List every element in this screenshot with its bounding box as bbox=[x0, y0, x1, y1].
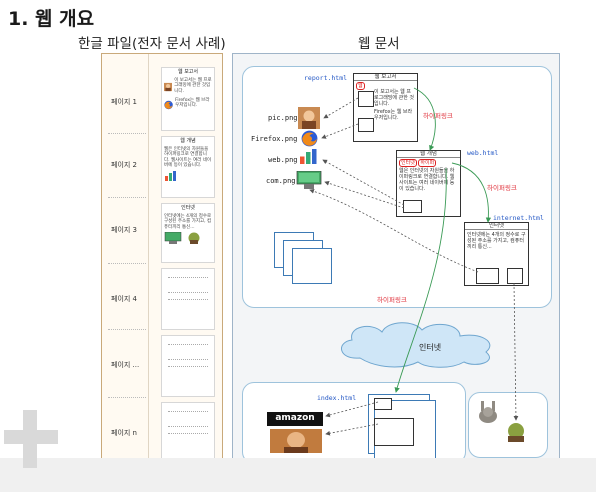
doc-page-4 bbox=[161, 268, 215, 330]
doc-page-1-title: 웹 보고서 bbox=[178, 69, 198, 75]
web-chart-icon bbox=[165, 170, 176, 181]
page-label-2: 페이지 2 bbox=[111, 161, 137, 169]
page-divider bbox=[108, 397, 146, 398]
report-image-slot bbox=[358, 91, 374, 107]
hyperlink-label-2: 하이퍼링크 bbox=[487, 184, 517, 192]
page-divider bbox=[108, 329, 146, 330]
report-page-title: 웹 보고서 bbox=[354, 74, 417, 81]
web-image-slot bbox=[403, 200, 422, 213]
shrek-icon bbox=[188, 232, 200, 244]
left-heading: 한글 파일(전자 문서 사례) bbox=[78, 36, 226, 52]
woman-photo-icon bbox=[298, 107, 320, 129]
internet-page-text: 인터넷에는 4개의 정수로 구성된 주소를 가지고, 컴퓨터끼리 통신... bbox=[467, 232, 526, 250]
web-link-internet[interactable]: 인터넷 bbox=[399, 159, 417, 167]
cloud-label: 인터넷 bbox=[419, 343, 442, 352]
doc-page-2-text: 웹은 인터넷의 자원들을 하이퍼링크로 연결합니다. 웹사이트는 여러 네이버에… bbox=[164, 146, 212, 169]
shrek-site-box bbox=[468, 392, 548, 458]
doc-page-1: 웹 보고서 이 보고서는 웹 프로그래밍에 관한 것입니다. Firefox는 … bbox=[161, 67, 215, 131]
doc-page-2: 웹 개념 웹은 인터넷의 자원들을 하이퍼링크로 연결합니다. 웹사이트는 여러… bbox=[161, 136, 215, 198]
internet-page-title: 인터넷 bbox=[465, 223, 528, 230]
report-page-text-a: 이 보고서는 웹 프로그래밍에 관한 것입니다. bbox=[374, 89, 414, 107]
report-filename: report.html bbox=[304, 74, 348, 82]
report-image-slot bbox=[358, 118, 374, 132]
hyperlink-label-3: 하이퍼링크 bbox=[377, 296, 407, 304]
page-label-ellipsis: 페이지 ... bbox=[111, 361, 140, 369]
hangul-document-panel: 페이지 1 페이지 2 페이지 3 페이지 4 페이지 ... 페이지 n 웹 … bbox=[101, 53, 223, 469]
shrek-icon bbox=[508, 423, 524, 442]
web-page-text: 웹은 인터넷의 자원들을 하이퍼링크로 연결합니다. 웹사이트는 여러 네이버에… bbox=[399, 168, 455, 192]
firefox-resource-label: Firefox.png bbox=[251, 135, 298, 143]
internet-cloud bbox=[341, 322, 491, 368]
internet-image-slot bbox=[507, 268, 523, 284]
woman-photo-icon bbox=[270, 429, 322, 453]
internet-filename: internet.html bbox=[493, 214, 544, 222]
page-divider bbox=[108, 263, 146, 264]
doc-page-1-text-b: Firefox는 웹 브라우저입니다. bbox=[175, 97, 210, 109]
index-image-slot bbox=[374, 398, 392, 410]
stacked-page bbox=[292, 248, 332, 284]
com-resource-label: com.png bbox=[266, 177, 296, 185]
doc-page-n bbox=[161, 402, 215, 466]
web-link-hyper[interactable]: 하이퍼 bbox=[418, 159, 437, 167]
page-label-column bbox=[102, 54, 149, 468]
report-page-text-b: Firefox는 웹 브라우저입니다. bbox=[374, 109, 413, 121]
page-divider bbox=[108, 133, 146, 134]
page-label-1: 페이지 1 bbox=[111, 98, 137, 106]
doc-page-ellipsis bbox=[161, 335, 215, 397]
firefox-icon bbox=[301, 130, 318, 147]
plus-decoration bbox=[4, 430, 58, 444]
page-divider bbox=[108, 197, 146, 198]
hyperlink-label-1: 하이퍼링크 bbox=[423, 112, 453, 120]
doc-page-1-text-a: 이 보고서는 웹 프로그래밍에 관한 것입니다. bbox=[174, 77, 212, 94]
doc-page-3-title: 인터넷 bbox=[181, 205, 195, 211]
report-link-hl[interactable]: 웹 bbox=[356, 82, 365, 90]
index-image-slot bbox=[374, 418, 414, 446]
web-chart-icon bbox=[300, 149, 317, 164]
page-title: 1. 웹 개요 bbox=[8, 8, 95, 30]
woman-photo-icon bbox=[164, 82, 173, 91]
pic-resource-label: pic.png bbox=[268, 114, 298, 122]
computer-icon bbox=[296, 171, 322, 189]
bottom-band bbox=[0, 458, 596, 492]
firefox-icon bbox=[164, 100, 173, 109]
web-page-title: 웹 개념 bbox=[397, 151, 460, 158]
page-label-4: 페이지 4 bbox=[111, 295, 137, 303]
page-label-3: 페이지 3 bbox=[111, 226, 137, 234]
page-label-n: 페이지 n bbox=[111, 429, 137, 437]
donkey-icon bbox=[479, 401, 497, 423]
web-resource-label: web.png bbox=[268, 156, 298, 164]
computer-icon bbox=[164, 232, 182, 244]
internet-image-slot bbox=[476, 268, 499, 284]
index-filename: index.html bbox=[317, 394, 357, 402]
doc-page-3-text: 인터넷에는 4개의 정수로 구성된 주소를 가지고, 컴퓨터끼리 통신... bbox=[164, 213, 212, 230]
right-heading: 웹 문서 bbox=[358, 36, 400, 52]
amazon-logo: amazon bbox=[267, 412, 323, 426]
web-filename: web.html bbox=[467, 149, 499, 157]
doc-page-2-title: 웹 개념 bbox=[180, 138, 196, 144]
doc-page-3: 인터넷 인터넷에는 4개의 정수로 구성된 주소를 가지고, 컴퓨터끼리 통신.… bbox=[161, 203, 215, 263]
